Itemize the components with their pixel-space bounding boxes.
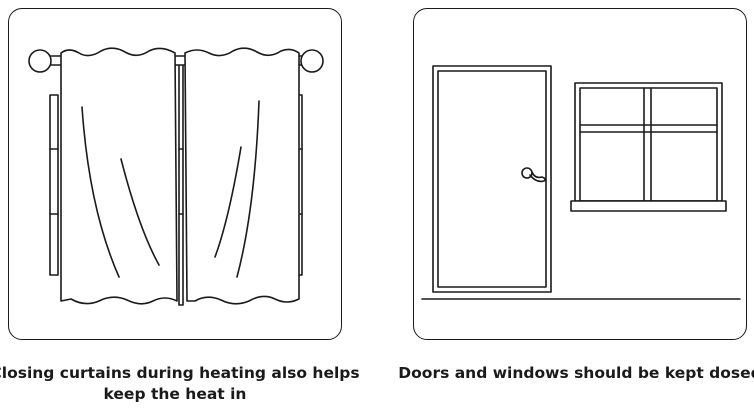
door: [432, 65, 552, 293]
door-and-window-icon: [421, 65, 741, 300]
window-sill: [570, 200, 727, 212]
left-curtain: [60, 47, 178, 305]
right-curtain: [184, 47, 300, 305]
window: [574, 82, 723, 202]
caption-doors-windows: Doors and windows should be kept dosed: [398, 364, 754, 382]
caption-curtains: Closing curtains during heating also hel…: [0, 364, 360, 403]
window-frame-left: [49, 94, 59, 276]
curtains-panel: [8, 8, 342, 340]
door-window-panel: [413, 8, 747, 340]
window-mullion: [178, 56, 184, 306]
door-handle-icon: [521, 167, 546, 183]
curtains-icon: [28, 47, 324, 306]
